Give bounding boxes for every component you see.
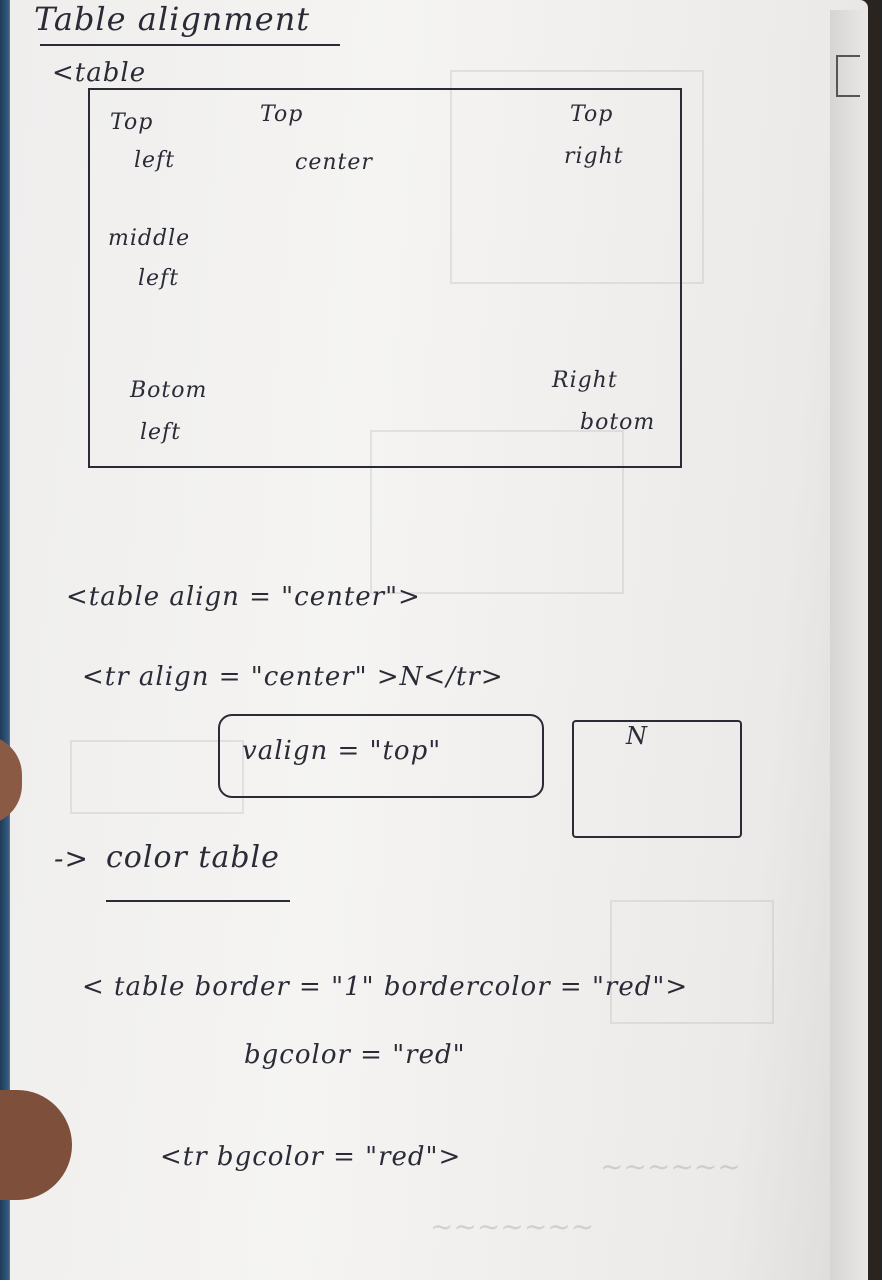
diagram-top-right-2: right [564, 144, 624, 169]
diagram-bottom-right-2: botom [580, 410, 656, 435]
valign-callout: valign = "top" [218, 714, 544, 798]
table-tag-open: <table [52, 58, 147, 88]
notebook-page: ~~~~~~ ~~~~~~~ Table alignment <table To… [10, 0, 868, 1280]
alignment-diagram-box: Top left Top center Top right middle lef… [88, 88, 682, 468]
arrow-marker: -> [54, 842, 89, 875]
diagram-top-left-1: Top [110, 110, 154, 135]
show-through-scribble: ~~~~~~ [600, 1150, 741, 1183]
diagram-bottom-left-1: Botom [130, 378, 208, 403]
show-through-table-sketch [70, 740, 244, 814]
code-table-align: <table align = "center"> [66, 582, 421, 612]
cell-content-n: N [626, 722, 648, 750]
diagram-top-center-1: Top [260, 102, 304, 127]
show-through-scribble: ~~~~~~~ [430, 1210, 595, 1243]
code-tr-bgcolor: <tr bgcolor = "red"> [160, 1142, 462, 1172]
code-tr-align: <tr align = "center" >N</tr> [82, 662, 504, 692]
page-edge-mark [836, 55, 860, 97]
code-table-border: < table border = "1" bordercolor = "red"… [82, 972, 689, 1002]
diagram-bottom-left-2: left [140, 420, 182, 445]
valign-text: valign = "top" [242, 736, 442, 766]
page-title: Table alignment [34, 0, 311, 38]
show-through-table-sketch [370, 430, 624, 594]
diagram-top-right-1: Top [570, 102, 614, 127]
show-through-table-sketch [450, 70, 704, 284]
top-aligned-cell-sketch: N [572, 720, 742, 838]
show-through-table-sketch [610, 900, 774, 1024]
diagram-middle-left-2: left [138, 266, 180, 291]
diagram-bottom-right-1: Right [552, 368, 618, 393]
section-heading-color-table: color table [106, 840, 280, 875]
code-bgcolor: bgcolor = "red" [244, 1040, 466, 1070]
diagram-top-center-2: center [295, 150, 373, 175]
next-page-edge [830, 10, 868, 1280]
title-underline [40, 44, 340, 46]
diagram-middle-left-1: middle [108, 226, 191, 251]
diagram-top-left-2: left [134, 148, 176, 173]
holding-finger [0, 735, 22, 825]
heading-underline [106, 900, 290, 902]
